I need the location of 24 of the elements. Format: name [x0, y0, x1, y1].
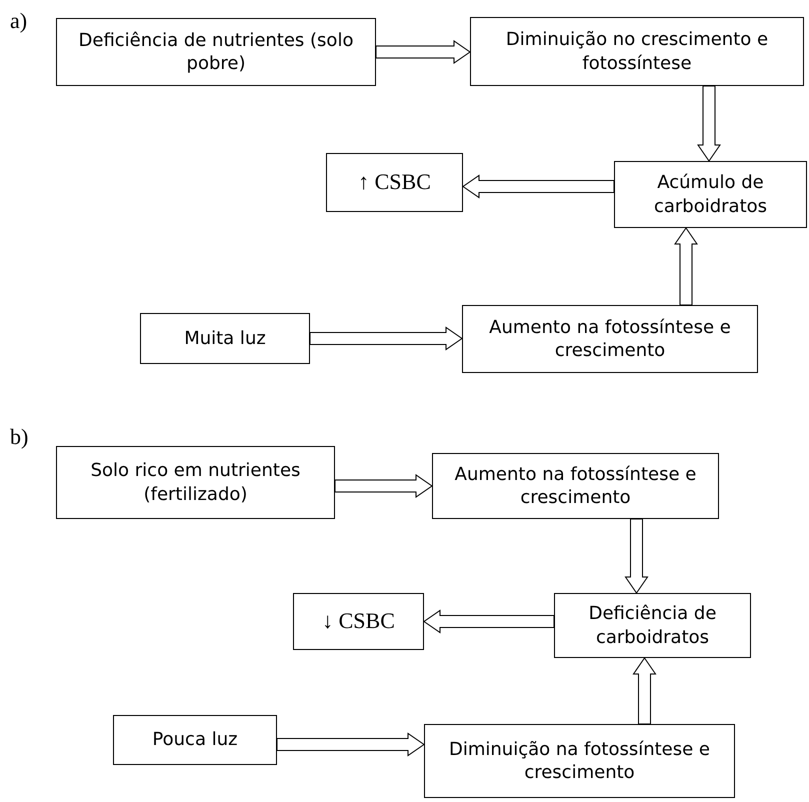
process-box: ↑ CSBC — [326, 153, 463, 212]
block-arrow — [423, 610, 554, 634]
process-box: Acúmulo de carboidratos — [614, 161, 807, 228]
process-box: Aumento na fotossíntese e crescimento — [462, 305, 758, 373]
process-box: Muita luz — [140, 313, 310, 364]
panel-label: b) — [10, 424, 28, 450]
process-box: Aumento na fotossíntese e crescimento — [432, 453, 719, 519]
block-arrow — [310, 326, 463, 350]
process-box: Deficiência de carboidratos — [554, 593, 751, 658]
block-arrow — [674, 227, 698, 306]
block-arrow — [334, 474, 433, 498]
process-box: Pouca luz — [113, 715, 277, 765]
process-box: Deficiência de nutrientes (solo pobre) — [56, 18, 376, 86]
process-box: Diminuição na fotossíntese e crescimento — [424, 724, 735, 798]
block-arrow — [462, 174, 614, 198]
process-box: Diminuição no crescimento e fotossíntese — [470, 17, 804, 86]
process-box: Solo rico em nutrientes (fertilizado) — [56, 446, 335, 519]
block-arrow — [376, 40, 471, 64]
panel-label: a) — [10, 8, 28, 34]
block-arrow — [697, 86, 721, 162]
process-box: ↓ CSBC — [293, 593, 424, 650]
block-arrow — [632, 657, 656, 724]
block-arrow — [276, 732, 425, 756]
block-arrow — [624, 518, 648, 594]
